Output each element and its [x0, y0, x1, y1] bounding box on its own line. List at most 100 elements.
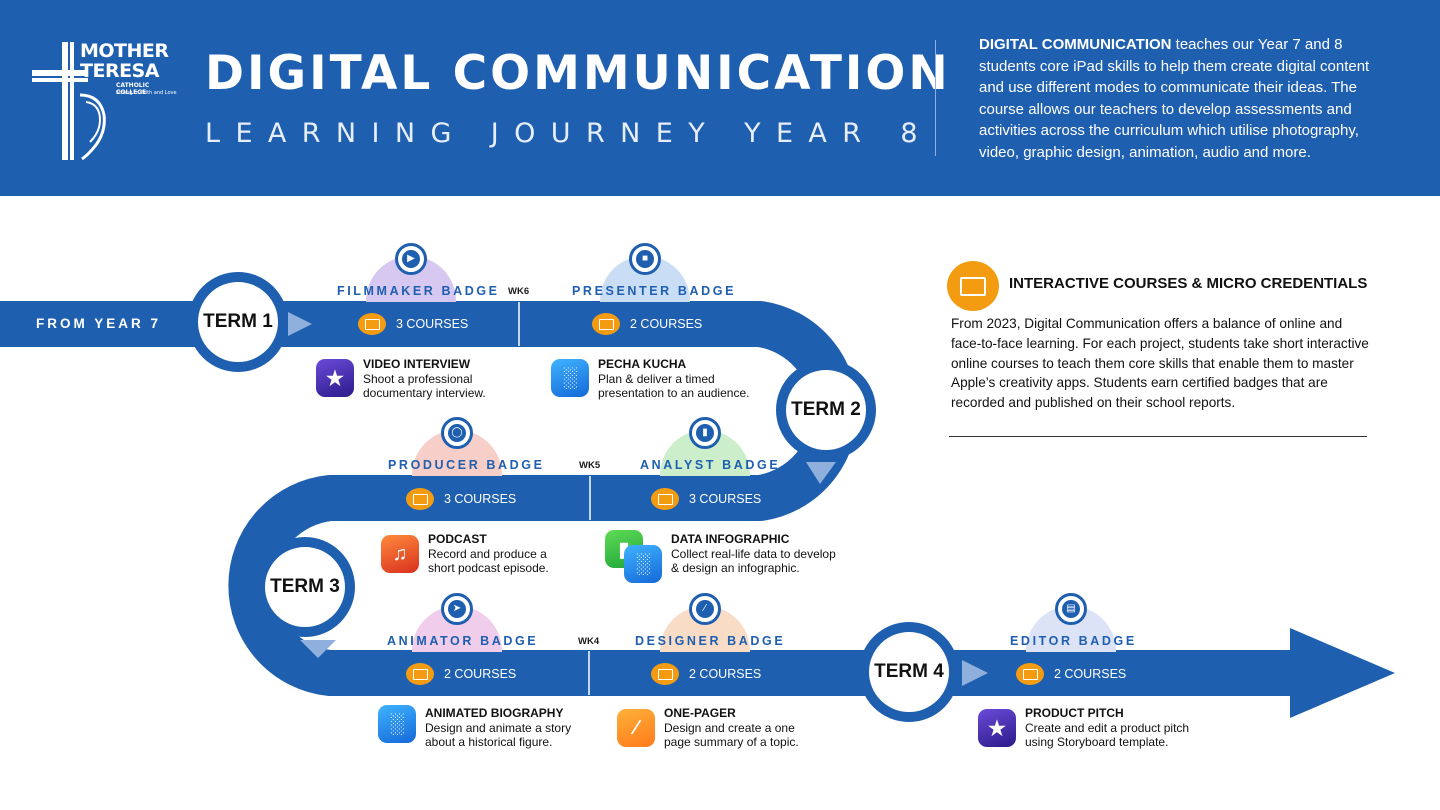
term1-chevron: [288, 312, 312, 336]
pencil-icon: ∕: [689, 593, 721, 625]
project-title: ONE-PAGER: [664, 706, 736, 720]
analyst-courses-count: 3 COURSES: [689, 492, 762, 506]
page-title: DIGITAL COMMUNICATION: [205, 46, 951, 101]
course-screen-icon: [406, 663, 434, 685]
week-marker-wk5: WK5: [579, 460, 601, 471]
animator-badge-label: ANIMATOR BADGE: [387, 634, 539, 648]
course-screen-icon: [1016, 663, 1044, 685]
keynote-icon: ░: [551, 359, 589, 397]
presenter-courses: 2 COURSES: [592, 313, 702, 335]
filmmaker-badge-label: FILMMAKER BADGE: [337, 284, 500, 298]
week-marker-wk6: WK6: [508, 286, 530, 297]
project-desc-line: using Storyboard template.: [1025, 735, 1169, 749]
term2-chevron: [806, 462, 836, 484]
project-data-infographic: DATA INFOGRAPHIC Collect real-life data …: [671, 532, 836, 576]
designer-badge-label: DESIGNER BADGE: [635, 634, 786, 648]
term-3-marker: TERM 3: [255, 537, 355, 637]
intro-paragraph: DIGITAL COMMUNICATION teaches our Year 7…: [979, 34, 1379, 164]
logo-college-text: CATHOLIC COLLEGE: [116, 82, 150, 96]
video-camera-icon: ▶: [395, 243, 427, 275]
intro-text: teaches our Year 7 and 8 students core i…: [979, 36, 1370, 161]
project-desc-line: documentary interview.: [363, 386, 486, 400]
analyst-badge-label: ANALYST BADGE: [640, 458, 781, 472]
project-title: ANIMATED BIOGRAPHY: [425, 706, 564, 720]
imovie-icon: ★: [316, 359, 354, 397]
garageband-icon: ♫: [381, 535, 419, 573]
project-title: VIDEO INTERVIEW: [363, 357, 471, 371]
project-pecha-kucha: PECHA KUCHA Plan & deliver a timed prese…: [598, 357, 749, 401]
chart-icon: ▮: [689, 417, 721, 449]
header-divider: [935, 40, 936, 156]
producer-courses-count: 3 COURSES: [444, 492, 517, 506]
course-screen-icon: [651, 488, 679, 510]
editor-courses: 2 COURSES: [1016, 663, 1126, 685]
intro-lead: DIGITAL COMMUNICATION: [979, 36, 1172, 53]
project-desc-line: Collect real-life data to develop: [671, 546, 836, 561]
editor-badge-label: EDITOR BADGE: [1010, 634, 1137, 648]
project-podcast: PODCAST Record and produce a short podca…: [428, 532, 549, 576]
project-title: PODCAST: [428, 532, 487, 546]
course-screen-icon: [592, 313, 620, 335]
project-video-interview: VIDEO INTERVIEW Shoot a professional doc…: [363, 357, 486, 401]
term-1-marker: TERM 1: [188, 272, 288, 372]
page-subtitle: LEARNING JOURNEY YEAR 8: [205, 118, 934, 149]
podcast-icon: ◯: [441, 417, 473, 449]
logo-motto-text: Strong in Faith and Love: [116, 90, 177, 96]
compass-icon: ➤: [441, 593, 473, 625]
presentation-screen-icon: [947, 261, 999, 311]
project-desc-line: Plan & deliver a timed: [598, 371, 715, 386]
project-title: PECHA KUCHA: [598, 357, 687, 371]
project-title: PRODUCT PITCH: [1025, 706, 1124, 720]
project-title: DATA INFOGRAPHIC: [671, 532, 790, 546]
project-desc-line: page summary of a topic.: [664, 735, 799, 749]
presenter-courses-count: 2 COURSES: [630, 317, 703, 331]
presenter-badge-label: PRESENTER BADGE: [572, 284, 737, 298]
project-desc-line: Record and produce a: [428, 546, 547, 561]
filmmaker-courses: 3 COURSES: [358, 313, 468, 335]
producer-badge-label: PRODUCER BADGE: [388, 458, 545, 472]
presentation-icon: ■: [629, 243, 661, 275]
project-desc-line: Design and create a one: [664, 720, 795, 735]
course-screen-icon: [651, 663, 679, 685]
project-desc-line: Create and edit a product pitch: [1025, 720, 1190, 735]
term3-chevron: [300, 640, 336, 658]
keynote-icon: ░: [378, 705, 416, 743]
project-desc-line: about a historical figure.: [425, 735, 553, 749]
project-one-pager: ONE-PAGER Design and create a one page s…: [664, 706, 799, 750]
from-year-label: FROM YEAR 7: [36, 316, 162, 331]
header-banner: MOTHER TERESA CATHOLIC COLLEGE Strong in…: [0, 0, 1440, 196]
logo-mother-text: MOTHER: [80, 40, 169, 62]
project-desc-line: Shoot a professional: [363, 371, 473, 386]
course-screen-icon: [406, 488, 434, 510]
course-screen-icon: [358, 313, 386, 335]
project-desc-line: short podcast episode.: [428, 561, 549, 575]
term-2-marker: TERM 2: [776, 360, 876, 460]
logo-teresa-text: TERESA: [80, 60, 159, 82]
road-arrowhead: [1290, 628, 1395, 718]
producer-courses: 3 COURSES: [406, 488, 516, 510]
project-desc-line: Design and animate a story: [425, 720, 572, 735]
pages-icon: ∕: [617, 709, 655, 747]
project-desc-line: & design an infographic.: [671, 561, 800, 575]
designer-courses-count: 2 COURSES: [689, 667, 762, 681]
term-4-marker: TERM 4: [859, 622, 959, 722]
project-product-pitch: PRODUCT PITCH Create and edit a product …: [1025, 706, 1189, 750]
cross-logo-icon: [32, 42, 106, 161]
panel-divider: [949, 436, 1367, 437]
imovie-icon: ★: [978, 709, 1016, 747]
editor-courses-count: 2 COURSES: [1054, 667, 1127, 681]
animator-courses-count: 2 COURSES: [444, 667, 517, 681]
project-animated-biography: ANIMATED BIOGRAPHY Design and animate a …: [425, 706, 571, 750]
term4-chevron: [962, 660, 988, 686]
panel-title: INTERACTIVE COURSES & MICRO CREDENTIALS: [1009, 275, 1368, 292]
analyst-courses: 3 COURSES: [651, 488, 761, 510]
designer-courses: 2 COURSES: [651, 663, 761, 685]
week-marker-wk4: WK4: [578, 636, 600, 647]
panel-body: From 2023, Digital Communication offers …: [951, 316, 1369, 411]
animator-courses: 2 COURSES: [406, 663, 516, 685]
editor-icon: ▤: [1055, 593, 1087, 625]
project-desc-line: presentation to an audience.: [598, 386, 750, 400]
college-logo: MOTHER TERESA CATHOLIC COLLEGE Strong in…: [28, 40, 178, 165]
filmmaker-courses-count: 3 COURSES: [396, 317, 469, 331]
keynote-icon: ░: [624, 545, 662, 583]
